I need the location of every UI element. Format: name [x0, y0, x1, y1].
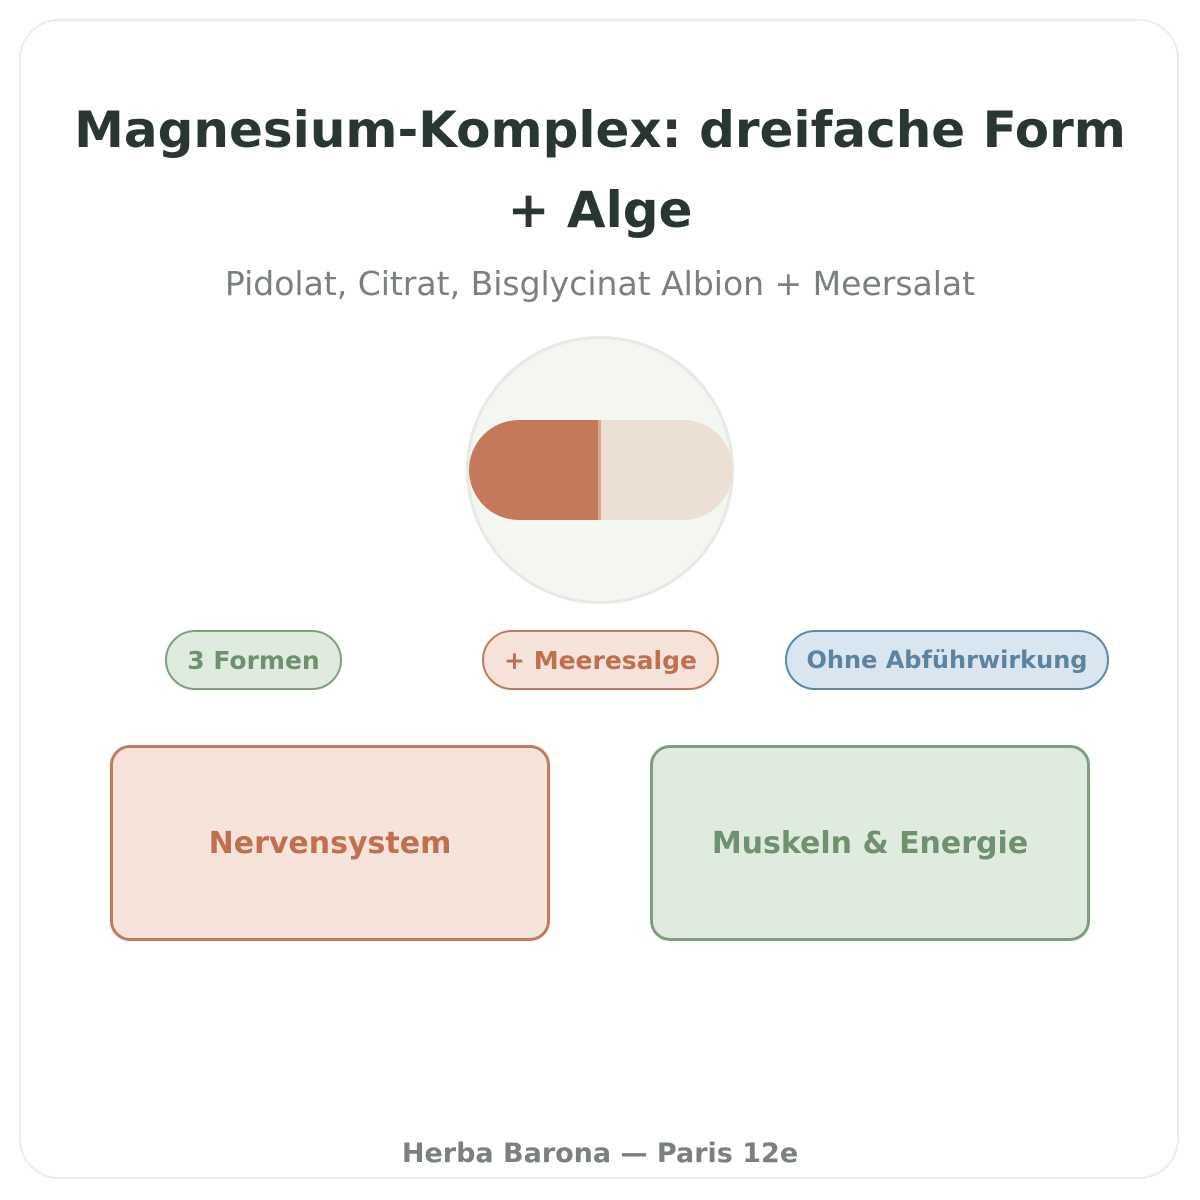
page-subtitle: Pidolat, Citrat, Bisglycinat Albion + Me…: [224, 264, 976, 303]
capsule-divider: [598, 420, 601, 520]
badge-forms: 3 Formen: [165, 630, 342, 690]
capsule-right-half: [601, 420, 733, 520]
badge-seaweed: + Meeresalge: [482, 630, 719, 690]
footer-brand: Herba Barona — Paris 12e: [401, 1138, 799, 1169]
badge-no-laxative: Ohne Abführwirkung: [785, 630, 1109, 690]
benefit-nervous-system: Nervensystem: [110, 745, 550, 941]
benefit-label: Nervensystem: [208, 825, 452, 861]
benefit-label: Muskeln & Energie: [711, 825, 1029, 861]
benefit-muscles-energy: Muskeln & Energie: [650, 745, 1090, 941]
page-title: Magnesium-Komplex: dreifache Form + Alge: [74, 101, 1126, 239]
capsule-left-half: [469, 420, 601, 520]
